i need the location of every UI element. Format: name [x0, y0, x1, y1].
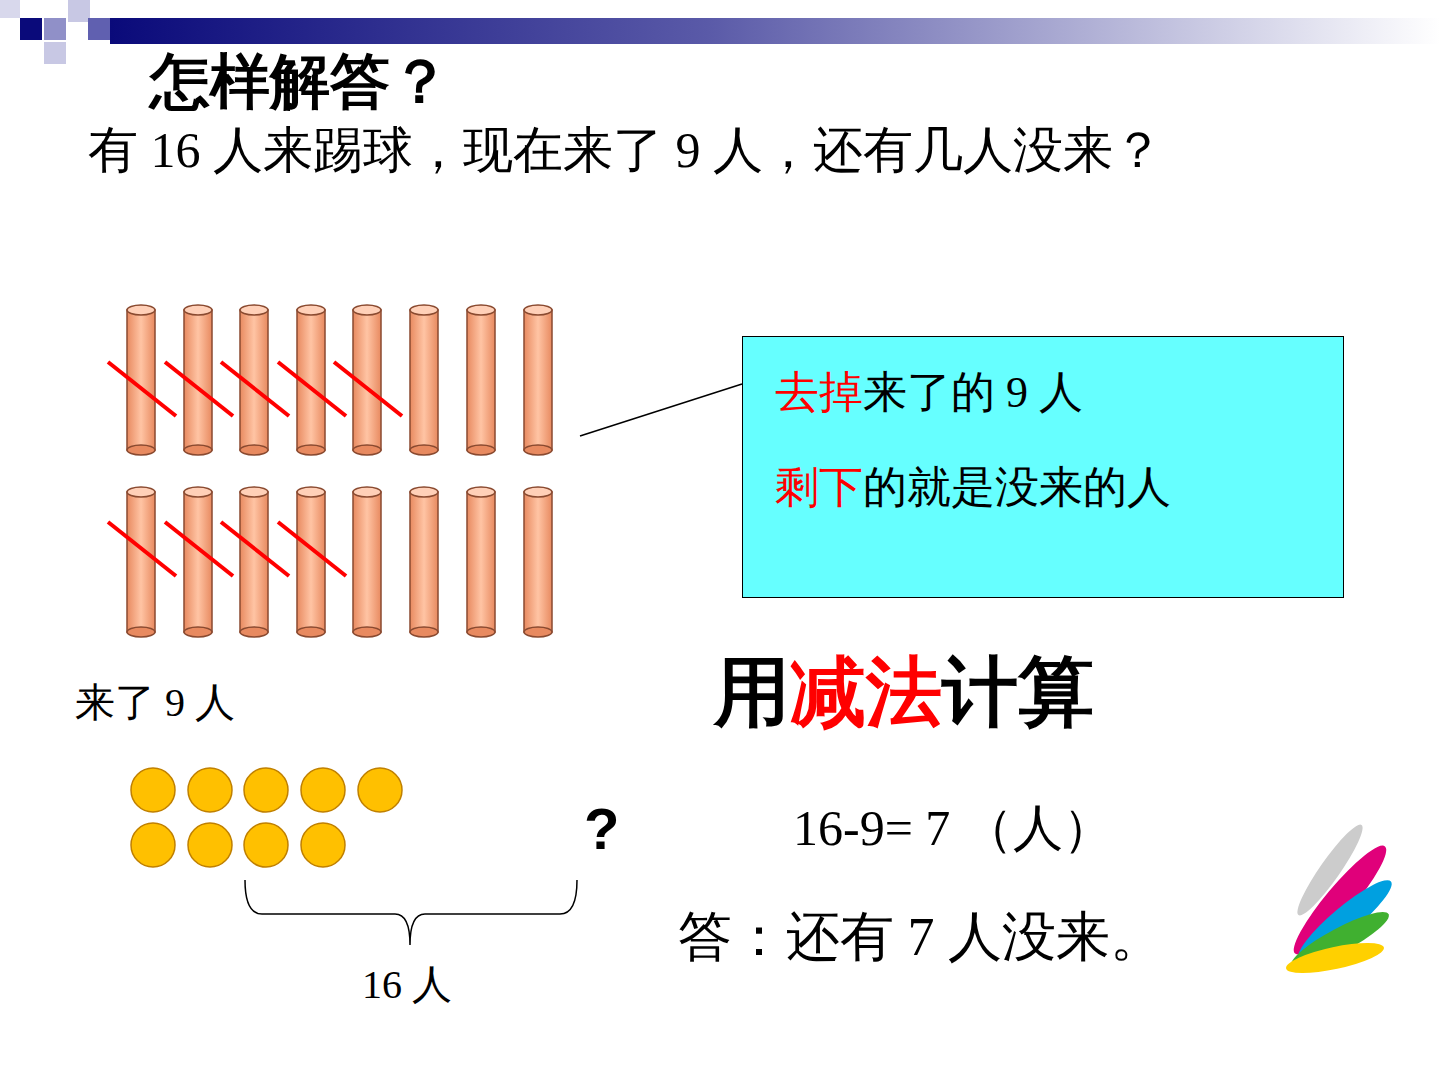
leader-line: [580, 384, 742, 436]
answer-text: 答：还有 7 人没来。: [678, 906, 1164, 968]
dots: [131, 768, 402, 867]
stick-bundle: [127, 305, 552, 637]
callout-text: 的就是没来的人: [863, 463, 1171, 512]
unknown-mark: ?: [584, 796, 619, 863]
count-label: 来了 9 人: [75, 680, 235, 726]
method-word: 减法: [790, 648, 942, 735]
highlight-word: 去掉: [775, 368, 863, 417]
question-text: 有 16 人来踢球，现在来了 9 人，还有几人没来？: [88, 118, 1358, 183]
equation: 16-9= 7 （人）: [793, 800, 1113, 858]
method-word: 用: [714, 648, 790, 735]
highlight-word: 剩下: [775, 463, 863, 512]
callout-line: 剩下的就是没来的人: [775, 462, 1311, 515]
callout-line: 去掉来了的 9 人: [775, 367, 1311, 420]
slide-title: 怎样解答？: [150, 48, 450, 117]
cross-out-marks: [108, 362, 402, 576]
callout-box: 去掉来了的 9 人剩下的就是没来的人: [742, 336, 1344, 598]
callout-text: 来了的 9 人: [863, 368, 1083, 417]
logo: [1284, 819, 1400, 979]
method-word: 计算: [942, 648, 1094, 735]
brace: [245, 880, 577, 945]
total-label: 16 人: [362, 962, 452, 1008]
